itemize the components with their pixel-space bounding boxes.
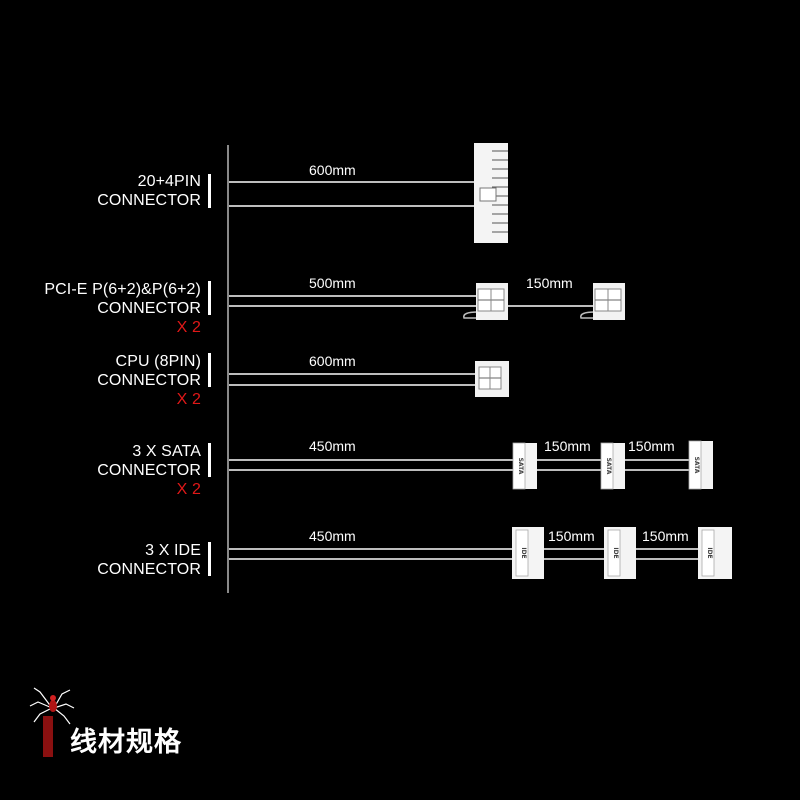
- length-label: 150mm: [544, 438, 591, 454]
- label-line: 3 X SATA: [132, 443, 201, 460]
- cable-pcie: [229, 295, 596, 319]
- label-marker-bar: [208, 281, 211, 315]
- length-label: 450mm: [309, 438, 356, 454]
- multiplier-badge: X 2: [176, 319, 201, 336]
- label-line: CPU (8PIN): [115, 353, 201, 370]
- length-label: 150mm: [642, 528, 689, 544]
- label-line: 3 X IDE: [145, 542, 201, 559]
- length-label: 450mm: [309, 528, 356, 544]
- row-label-24pin: 20+4PIN CONNECTOR: [97, 172, 201, 210]
- label-line: CONNECTOR: [97, 372, 201, 389]
- cable-cpu: [229, 373, 478, 386]
- cable-24pin: [229, 181, 476, 207]
- length-label: 500mm: [309, 275, 356, 291]
- spider-logo-icon: [29, 687, 75, 757]
- label-line: CONNECTOR: [97, 300, 201, 317]
- label-marker-bar: [208, 174, 211, 208]
- connector-label: SATA: [517, 458, 524, 475]
- row-label-ide: 3 X IDE CONNECTOR: [97, 541, 201, 579]
- multiplier-badge: X 2: [176, 391, 201, 408]
- cable-ide: [229, 548, 712, 560]
- label-line: 20+4PIN: [137, 173, 201, 190]
- connector-24pin-icon: [474, 143, 508, 243]
- length-label: 150mm: [628, 438, 675, 454]
- multiplier-badge: X 2: [176, 481, 201, 498]
- label-line: CONNECTOR: [97, 561, 201, 578]
- row-label-sata: 3 X SATA CONNECTOR X 2: [97, 442, 201, 499]
- row-label-cpu: CPU (8PIN) CONNECTOR X 2: [97, 352, 201, 409]
- connector-ide-icon: IDE: [512, 527, 544, 579]
- connector-label: IDE: [520, 547, 527, 558]
- connector-ide-icon: IDE: [604, 527, 636, 579]
- length-label: 600mm: [309, 162, 356, 178]
- connector-sata-icon: SATA: [512, 442, 537, 490]
- connector-cpu-8pin-icon: [475, 361, 509, 397]
- connector-sata-icon: SATA: [688, 440, 713, 490]
- label-marker-bar: [208, 353, 211, 387]
- connector-label: IDE: [706, 547, 713, 558]
- label-line: CONNECTOR: [97, 192, 201, 209]
- row-label-pcie: PCI-E P(6+2)&P(6+2) CONNECTOR X 2: [44, 280, 201, 337]
- connector-ide-icon: IDE: [698, 527, 732, 579]
- label-marker-bar: [208, 443, 211, 477]
- length-label: 600mm: [309, 353, 356, 369]
- label-marker-bar: [208, 542, 211, 576]
- length-label: 150mm: [526, 275, 573, 291]
- label-line: CONNECTOR: [97, 462, 201, 479]
- connector-label: SATA: [693, 457, 700, 474]
- cable-spine: [227, 145, 229, 593]
- cable-sata: [229, 459, 702, 471]
- label-line: PCI-E P(6+2)&P(6+2): [44, 281, 201, 298]
- footer-title: 线材规格: [70, 727, 182, 758]
- connector-label: SATA: [605, 458, 612, 475]
- connector-pcie-6plus2-icon: [476, 283, 508, 320]
- connector-sata-icon: SATA: [600, 442, 625, 490]
- connector-label: IDE: [612, 547, 619, 558]
- connector-pcie-6plus2-icon: [593, 283, 625, 320]
- length-label: 150mm: [548, 528, 595, 544]
